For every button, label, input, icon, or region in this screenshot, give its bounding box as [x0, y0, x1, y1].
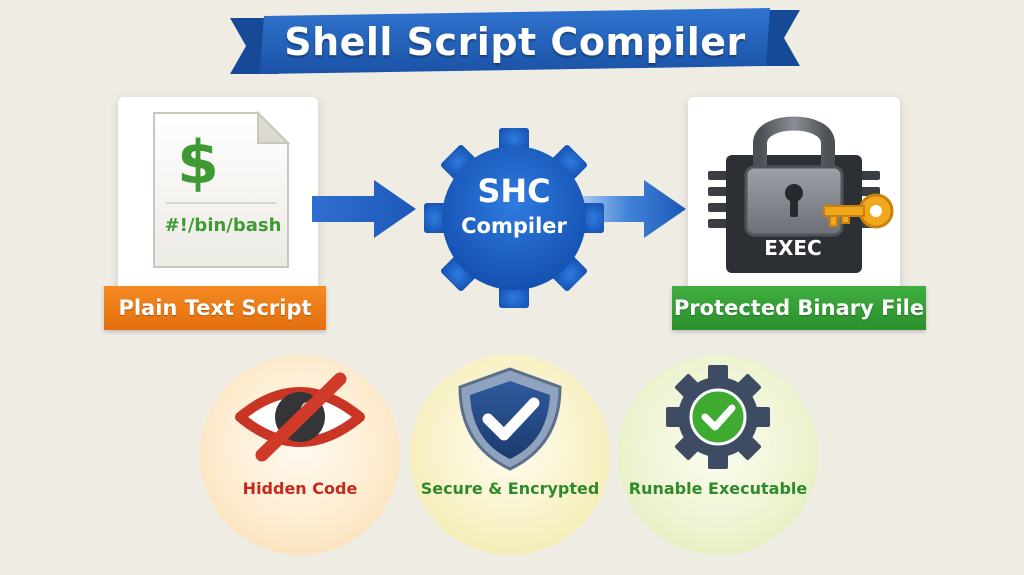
exec-label: EXEC — [764, 236, 822, 260]
plain-text-script-label: Plain Text Script — [104, 286, 326, 330]
feature-label: Secure & Encrypted — [420, 479, 600, 498]
compiler-title: SHC — [477, 172, 551, 210]
shebang-line: #!/bin/bash — [164, 215, 282, 236]
shc-compiler-gear: SHC Compiler — [414, 128, 614, 308]
feature-secure-encrypted: Secure & Encrypted — [410, 355, 610, 555]
feature-hidden-code: Hidden Code — [200, 355, 400, 555]
gear-icon — [424, 128, 604, 308]
padlock-chip-icon — [708, 116, 894, 273]
feature-label: Runable Executable — [628, 479, 808, 498]
gear-check-icon — [666, 365, 770, 469]
arrow-right-icon — [582, 180, 686, 238]
arrow-right-icon — [312, 180, 416, 238]
dollar-document-icon: $ — [153, 110, 291, 268]
hidden-eye-icon — [235, 372, 365, 462]
shield-check-icon — [458, 367, 562, 471]
output-card: EXEC — [688, 97, 900, 297]
compiler-subtitle: Compiler — [461, 214, 567, 238]
title-banner: Shell Script Compiler — [230, 4, 800, 76]
input-card: $ #!/bin/bash — [118, 97, 318, 297]
page-title: Shell Script Compiler — [284, 20, 746, 64]
feature-runable-executable: Runable Executable — [618, 355, 818, 555]
banner-ribbon — [230, 8, 800, 74]
svg-text:$: $ — [177, 128, 219, 198]
feature-label: Hidden Code — [242, 479, 358, 498]
protected-binary-file-label: Protected Binary File — [672, 286, 926, 330]
